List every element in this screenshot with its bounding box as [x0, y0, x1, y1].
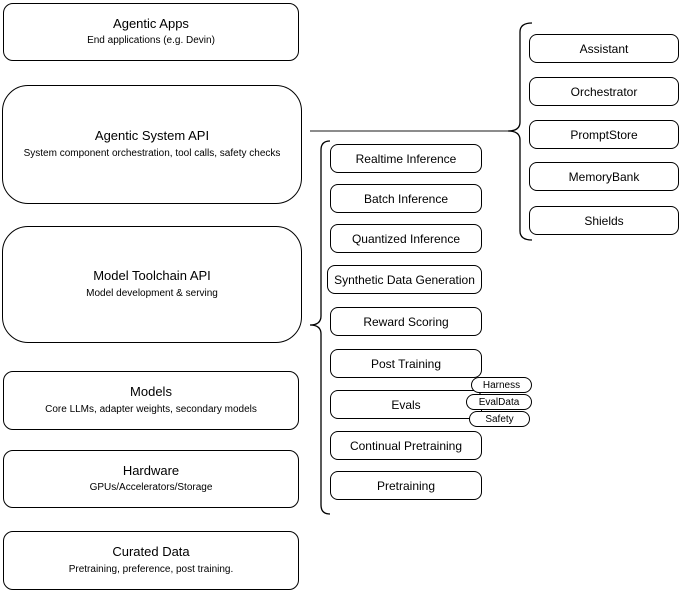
layer-box-agentic-system-api: Agentic System API System component orch…	[2, 85, 302, 204]
layer-box-hardware: Hardware GPUs/Accelerators/Storage	[3, 450, 299, 508]
toolchain-node-evals: Evals	[330, 390, 482, 419]
component-memorybank: MemoryBank	[529, 162, 679, 191]
layer-title: Hardware	[122, 462, 180, 478]
layer-subtitle: Model development & serving	[86, 287, 218, 299]
component-label: Orchestrator	[570, 84, 638, 99]
layer-title: Agentic System API	[94, 128, 210, 144]
node-label: Batch Inference	[363, 191, 449, 206]
layer-subtitle: Core LLMs, adapter weights, secondary mo…	[45, 403, 257, 415]
layer-box-model-toolchain-api: Model Toolchain API Model development & …	[2, 226, 302, 343]
toolchain-node-realtime-inference: Realtime Inference	[330, 144, 482, 173]
component-assistant: Assistant	[529, 34, 679, 63]
components-brace	[507, 22, 533, 241]
node-label: Evals	[391, 397, 421, 412]
node-label: Synthetic Data Generation	[334, 272, 475, 287]
pill-label: Harness	[482, 379, 521, 391]
node-label: Continual Pretraining	[349, 438, 463, 453]
component-label: Shields	[584, 213, 624, 228]
component-label: MemoryBank	[568, 169, 640, 184]
layer-subtitle: End applications (e.g. Devin)	[87, 35, 215, 47]
toolchain-node-quantized-inference: Quantized Inference	[330, 224, 482, 253]
toolchain-node-continual-pretraining: Continual Pretraining	[330, 431, 482, 460]
layer-box-agentic-apps: Agentic Apps End applications (e.g. Devi…	[3, 3, 299, 61]
node-label: Realtime Inference	[355, 151, 457, 166]
layer-title: Agentic Apps	[113, 15, 189, 31]
layer-title: Model Toolchain API	[93, 268, 211, 284]
eval-tag-safety: Safety	[469, 411, 530, 427]
component-label: Assistant	[579, 41, 629, 56]
layer-title: Curated Data	[112, 544, 190, 560]
component-promptstore: PromptStore	[529, 120, 679, 149]
toolchain-node-reward-scoring: Reward Scoring	[330, 307, 482, 336]
layer-subtitle: Pretraining, preference, post training.	[68, 563, 234, 575]
node-label: Quantized Inference	[351, 231, 461, 246]
node-label: Post Training	[370, 356, 442, 371]
toolchain-node-pretraining: Pretraining	[330, 471, 482, 500]
toolchain-node-synthetic-data-generation: Synthetic Data Generation	[327, 265, 482, 294]
node-label: Reward Scoring	[363, 314, 449, 329]
layer-subtitle: GPUs/Accelerators/Storage	[89, 482, 213, 494]
eval-tag-harness: Harness	[471, 377, 532, 393]
toolchain-node-post-training: Post Training	[330, 349, 482, 378]
pill-label: Safety	[485, 413, 514, 425]
layer-box-models: Models Core LLMs, adapter weights, secon…	[3, 371, 299, 430]
layer-title: Models	[130, 384, 172, 400]
pill-label: EvalData	[478, 396, 520, 408]
toolchain-brace	[309, 140, 331, 515]
eval-tag-evaldata: EvalData	[466, 394, 532, 410]
component-orchestrator: Orchestrator	[529, 77, 679, 106]
component-shields: Shields	[529, 206, 679, 235]
toolchain-node-batch-inference: Batch Inference	[330, 184, 482, 213]
layer-subtitle: System component orchestration, tool cal…	[23, 147, 281, 159]
node-label: Pretraining	[376, 478, 436, 493]
layer-box-curated-data: Curated Data Pretraining, preference, po…	[3, 531, 299, 590]
component-label: PromptStore	[570, 127, 638, 142]
